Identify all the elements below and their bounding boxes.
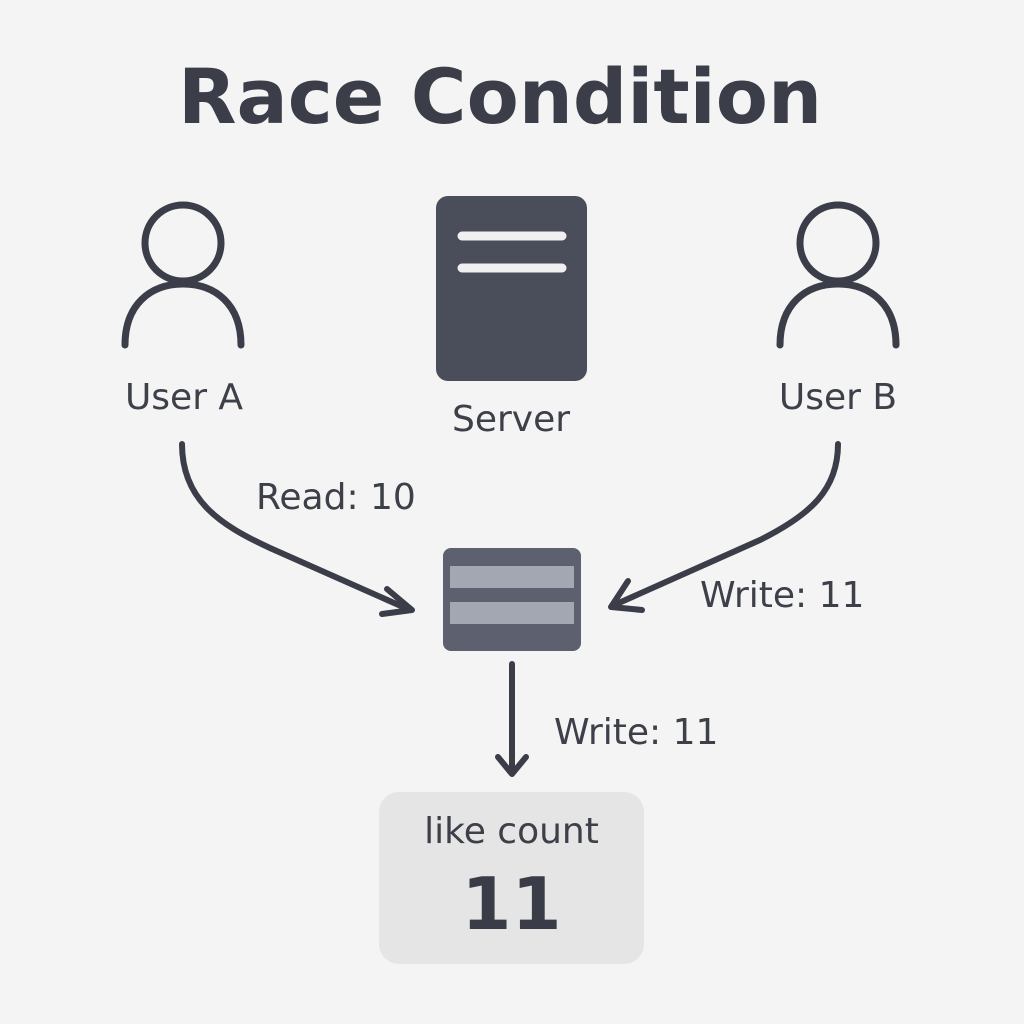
like-count-caption: like count [424, 811, 599, 852]
like-count-value: 11 [461, 862, 562, 946]
server-icon [436, 196, 587, 381]
user-a-label: User A [124, 377, 244, 418]
edge-label-write-user-b: Write: 11 [700, 575, 865, 616]
arrow-user-a-to-db [179, 441, 415, 617]
edge-label-read: Read: 10 [256, 477, 416, 518]
user-b-label: User B [778, 377, 898, 418]
user-b-icon [776, 201, 900, 349]
database-icon [443, 548, 581, 651]
server-label: Server [451, 399, 571, 440]
edge-label-write-db: Write: 11 [554, 712, 719, 753]
arrow-db-to-result [495, 661, 529, 777]
user-a-icon [121, 201, 245, 349]
diagram-title: Race Condition [177, 52, 823, 141]
like-count-box: like count 11 [379, 792, 644, 964]
arrow-user-b-to-db [608, 441, 841, 613]
